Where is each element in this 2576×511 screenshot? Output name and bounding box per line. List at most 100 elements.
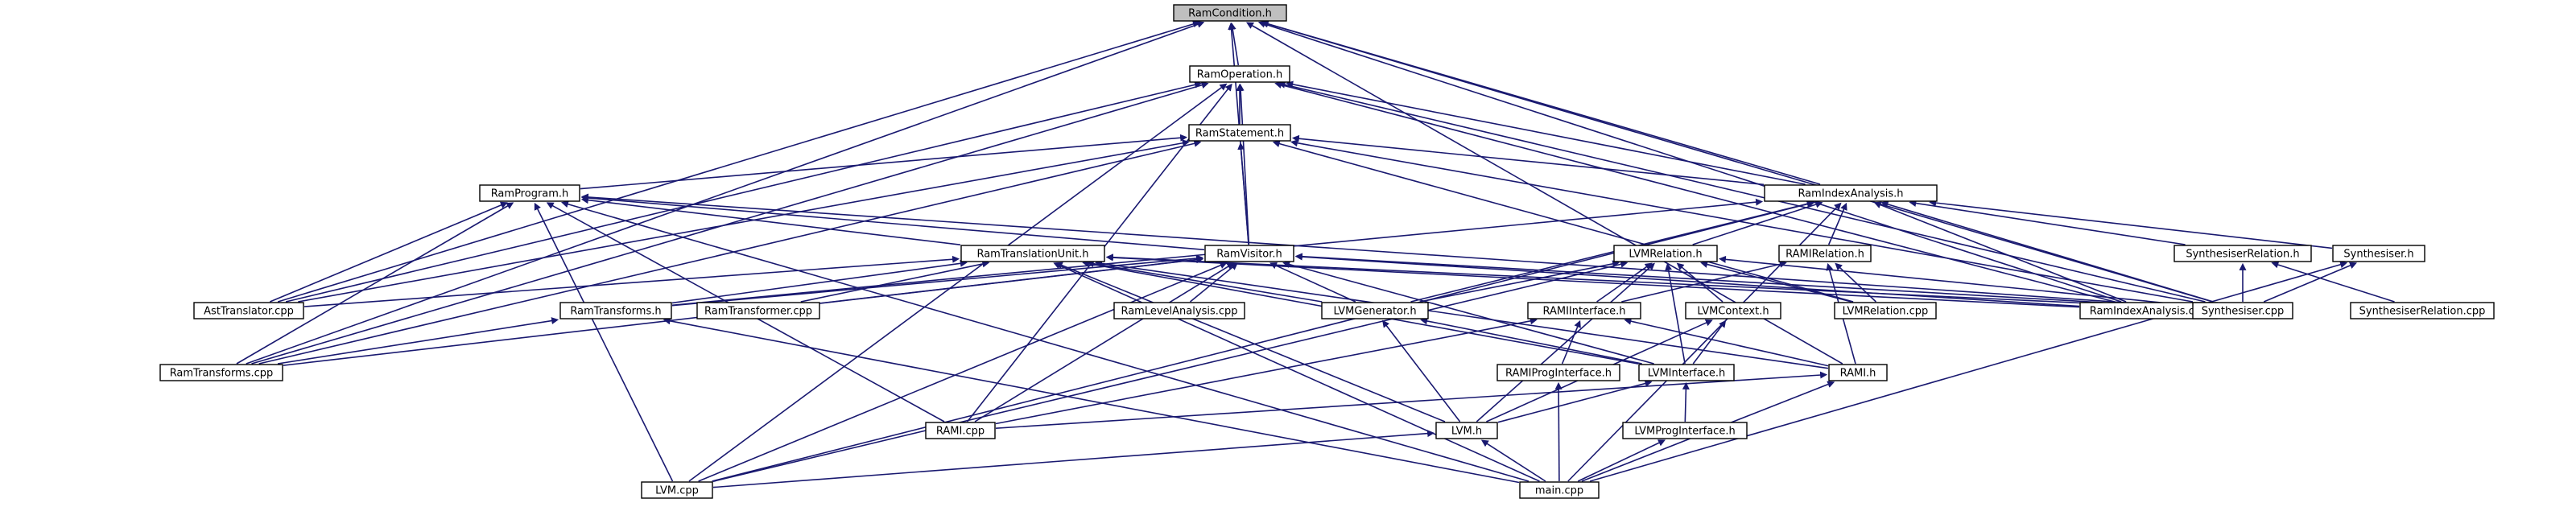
graph-node[interactable]: AstTranslator.cpp: [193, 302, 304, 319]
graph-node[interactable]: LVMGenerator.h: [1321, 302, 1429, 319]
graph-node[interactable]: Synthesiser.h: [2332, 245, 2425, 262]
graph-node[interactable]: RamTransformer.cpp: [696, 302, 820, 319]
node-box: [2174, 245, 2312, 262]
edge-n30-to-n3: [561, 200, 1530, 482]
edge-n18-to-n2: [1272, 140, 1854, 303]
graph-node[interactable]: RAMI.cpp: [925, 422, 996, 439]
edge-n30-to-n10: [1589, 261, 2348, 482]
edge-n27-to-n5: [1055, 262, 1446, 422]
edge-n16-to-n7: [1596, 262, 1653, 303]
node-label: LVMRelation.h: [1629, 249, 1702, 261]
graph-node[interactable]: RamIndexAnalysis.cpp: [2079, 302, 2218, 319]
graph-node[interactable]: RamTransforms.h: [559, 302, 672, 319]
edge-n20-to-n2: [1290, 139, 2194, 303]
node-box: [1113, 302, 1245, 319]
edge-n11-to-n2: [298, 139, 1190, 303]
edge-n30-to-n12: [663, 317, 1520, 484]
node-box: [696, 302, 820, 319]
graph-node[interactable]: LVM.cpp: [641, 481, 713, 499]
node-box: [1685, 302, 1781, 319]
edge-n20-to-n7: [1718, 255, 2193, 307]
node-label: LVMGenerator.h: [1333, 306, 1416, 318]
edge-n15-to-n6: [1269, 262, 1356, 303]
graph-node[interactable]: RamCondition.h: [1173, 4, 1287, 22]
node-box: [1204, 245, 1294, 262]
node-box: [1764, 184, 1938, 202]
graph-node[interactable]: RAMIProgInterface.h: [1496, 364, 1620, 381]
edge-n26-to-n6: [974, 262, 1235, 422]
edge-n18-to-n7: [1700, 261, 1852, 303]
graph-node[interactable]: LVMRelation.cpp: [1834, 302, 1937, 319]
node-box: [1173, 4, 1287, 22]
edge-n11-to-n0: [277, 20, 1200, 303]
graph-node[interactable]: RamTransforms.cpp: [159, 364, 283, 381]
graph-node[interactable]: RAMI.h: [1828, 364, 1888, 381]
edge-n24-to-n17: [1692, 319, 1727, 365]
node-box: [1638, 364, 1735, 381]
node-label: LVM.h: [1451, 426, 1482, 438]
graph-node[interactable]: RamVisitor.h: [1204, 245, 1294, 262]
node-box: [193, 302, 304, 319]
edge-n16-to-n8: [1621, 260, 1787, 303]
node-label: LVMInterface.h: [1648, 368, 1726, 380]
node-label: LVMContext.h: [1697, 306, 1769, 318]
node-box: [1613, 245, 1718, 262]
edge-n29-to-n1: [688, 83, 1228, 482]
graph-node[interactable]: SynthesiserRelation.cpp: [2350, 302, 2495, 319]
edge-n22-to-n12: [277, 317, 559, 365]
node-label: AstTranslator.cpp: [204, 306, 294, 318]
edge-n29-to-n7: [712, 260, 1629, 482]
edge-n29-to-n6: [698, 262, 1228, 482]
edge-n1-to-n0: [1228, 22, 1240, 66]
edge-n25-to-n16: [1624, 317, 1829, 367]
node-label: RamTransformer.cpp: [704, 306, 812, 318]
graph-node[interactable]: LVMProgInterface.h: [1622, 422, 1748, 439]
graph-node[interactable]: Synthesiser.cpp: [2192, 302, 2293, 319]
node-label: Synthesiser.cpp: [2202, 306, 2285, 318]
graph-node[interactable]: RAMIRelation.h: [1778, 245, 1872, 262]
edge-n13-to-n5: [800, 260, 990, 303]
graph-node[interactable]: RamTranslationUnit.h: [960, 245, 1105, 262]
graph-node[interactable]: RamProgram.h: [479, 184, 580, 202]
edge-n30-to-n5: [1053, 262, 1540, 482]
edge-n5-to-n3: [580, 196, 961, 245]
graph-node[interactable]: RamLevelAnalysis.cpp: [1113, 302, 1245, 319]
graph-node[interactable]: RAMIInterface.h: [1527, 302, 1641, 319]
edge-n17-to-n7: [1676, 262, 1724, 303]
node-label: RamVisitor.h: [1216, 249, 1282, 261]
node-box: [1321, 302, 1429, 319]
edge-n24-to-n15: [1420, 317, 1642, 365]
edge-n20-to-n4: [1880, 200, 2214, 303]
edge-n11-to-n1: [285, 80, 1203, 303]
edge-n11-to-n5: [303, 255, 960, 307]
graph-node[interactable]: RamOperation.h: [1189, 65, 1290, 83]
graph-node[interactable]: LVMRelation.h: [1613, 245, 1718, 262]
edge-n27-to-n15: [1381, 319, 1461, 422]
edge-n12-to-n6: [671, 254, 1204, 307]
edge-n22-to-n3: [236, 202, 514, 365]
edge-n8-to-n4: [1827, 202, 1847, 245]
edge-n4-to-n2: [1291, 134, 1765, 186]
node-box: [1778, 245, 1872, 262]
graph-node[interactable]: RamStatement.h: [1188, 124, 1291, 142]
graph-node[interactable]: main.cpp: [1519, 481, 1600, 499]
graph-node[interactable]: LVMInterface.h: [1638, 364, 1735, 381]
edges-layer: [236, 20, 2395, 488]
edge-n25-to-n5: [1095, 259, 1829, 369]
graph-node[interactable]: RamIndexAnalysis.h: [1764, 184, 1938, 202]
edge-n29-to-n3: [534, 202, 674, 482]
graph-node[interactable]: LVM.h: [1435, 422, 1498, 439]
edge-n27-to-n7: [1476, 262, 1655, 422]
edge-n28-to-n24: [1682, 381, 1690, 422]
node-box: [1188, 124, 1291, 142]
edge-n20-to-n3: [580, 193, 2193, 308]
graph-node[interactable]: SynthesiserRelation.h: [2174, 245, 2312, 262]
graph-node[interactable]: LVMContext.h: [1685, 302, 1781, 319]
node-box: [479, 184, 580, 202]
edge-n12-to-n5: [671, 259, 968, 304]
edge-n24-to-n7: [1665, 262, 1686, 365]
edge-n19-to-n5: [1105, 253, 2080, 308]
edge-n20-to-n10: [2263, 262, 2357, 303]
edge-n30-to-n28: [1577, 439, 1666, 482]
node-label: RamOperation.h: [1197, 69, 1282, 81]
